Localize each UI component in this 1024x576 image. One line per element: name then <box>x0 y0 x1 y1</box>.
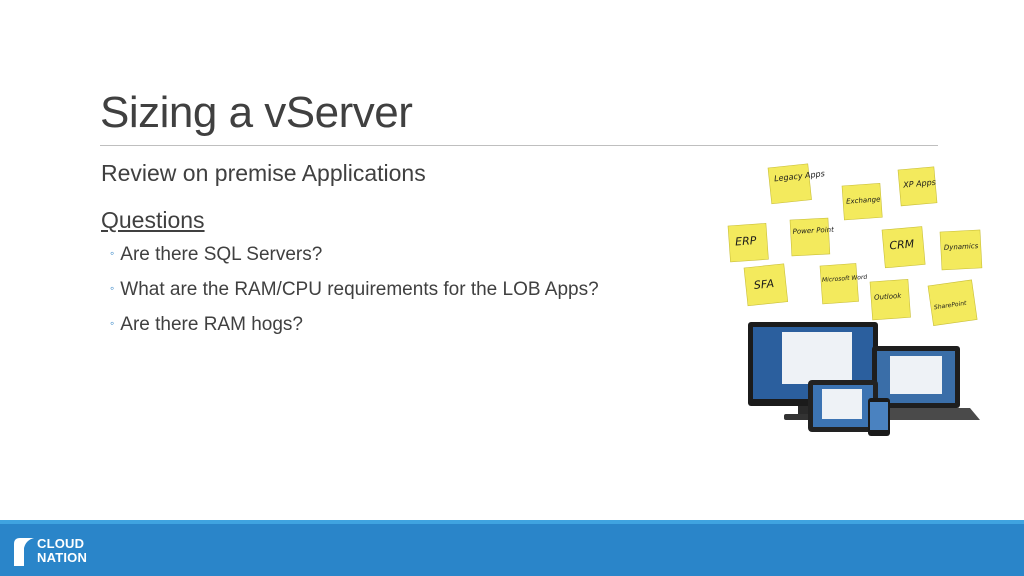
footer-bar <box>0 520 1024 576</box>
smartphone <box>868 398 890 436</box>
footer-highlight <box>0 520 1024 524</box>
sticky-note-crm: CRM <box>881 226 926 269</box>
svg-text:Microsoft Word: Microsoft Word <box>822 274 868 284</box>
logo-swoosh-icon <box>14 538 34 566</box>
title-divider <box>100 145 938 146</box>
question-list: ◦Are there SQL Servers? ◦What are the RA… <box>110 243 599 348</box>
sticky-note-power-point: Power Point <box>789 217 834 257</box>
sticky-note-microsoft-word: Microsoft Word <box>819 263 868 305</box>
svg-text:Outlook: Outlook <box>874 292 903 302</box>
bullet-circle-icon: ◦ <box>110 246 115 260</box>
sticky-note-sfa: SFA <box>743 263 789 307</box>
svg-text:CRM: CRM <box>889 237 915 252</box>
apps-and-devices-illustration: Legacy Apps Exchange XP Apps ERP Power P… <box>727 163 983 436</box>
svg-text:SFA: SFA <box>753 277 774 292</box>
svg-text:Dynamics: Dynamics <box>944 242 979 252</box>
sticky-note-exchange: Exchange <box>841 183 883 221</box>
svg-text:Power Point: Power Point <box>792 226 834 236</box>
svg-text:XP Apps: XP Apps <box>902 178 936 190</box>
sticky-note-sharepoint: SharePoint <box>927 279 978 326</box>
svg-text:Exchange: Exchange <box>846 195 881 205</box>
sticky-note-dynamics: Dynamics <box>939 229 983 271</box>
tablet <box>808 380 878 432</box>
question-item: ◦Are there RAM hogs? <box>110 314 303 335</box>
svg-text:SharePoint: SharePoint <box>934 300 968 312</box>
sticky-note-erp: ERP <box>727 223 769 263</box>
bullet-circle-icon: ◦ <box>110 281 115 295</box>
slide-subtitle: Review on premise Applications <box>101 160 426 186</box>
question-item: ◦What are the RAM/CPU requirements for t… <box>110 279 599 300</box>
svg-text:ERP: ERP <box>735 234 757 248</box>
sticky-note-legacy-apps: Legacy Apps <box>767 163 825 205</box>
slide-title: Sizing a vServer <box>100 88 413 137</box>
sticky-note-xp-apps: XP Apps <box>897 166 938 207</box>
cloud-nation-logo <box>14 538 34 566</box>
sticky-note-outlook: Outlook <box>869 279 911 321</box>
logo-text: CLOUD NATION <box>37 536 88 565</box>
questions-heading: Questions <box>101 207 205 233</box>
question-item: ◦Are there SQL Servers? <box>110 244 323 265</box>
bullet-circle-icon: ◦ <box>110 316 115 330</box>
